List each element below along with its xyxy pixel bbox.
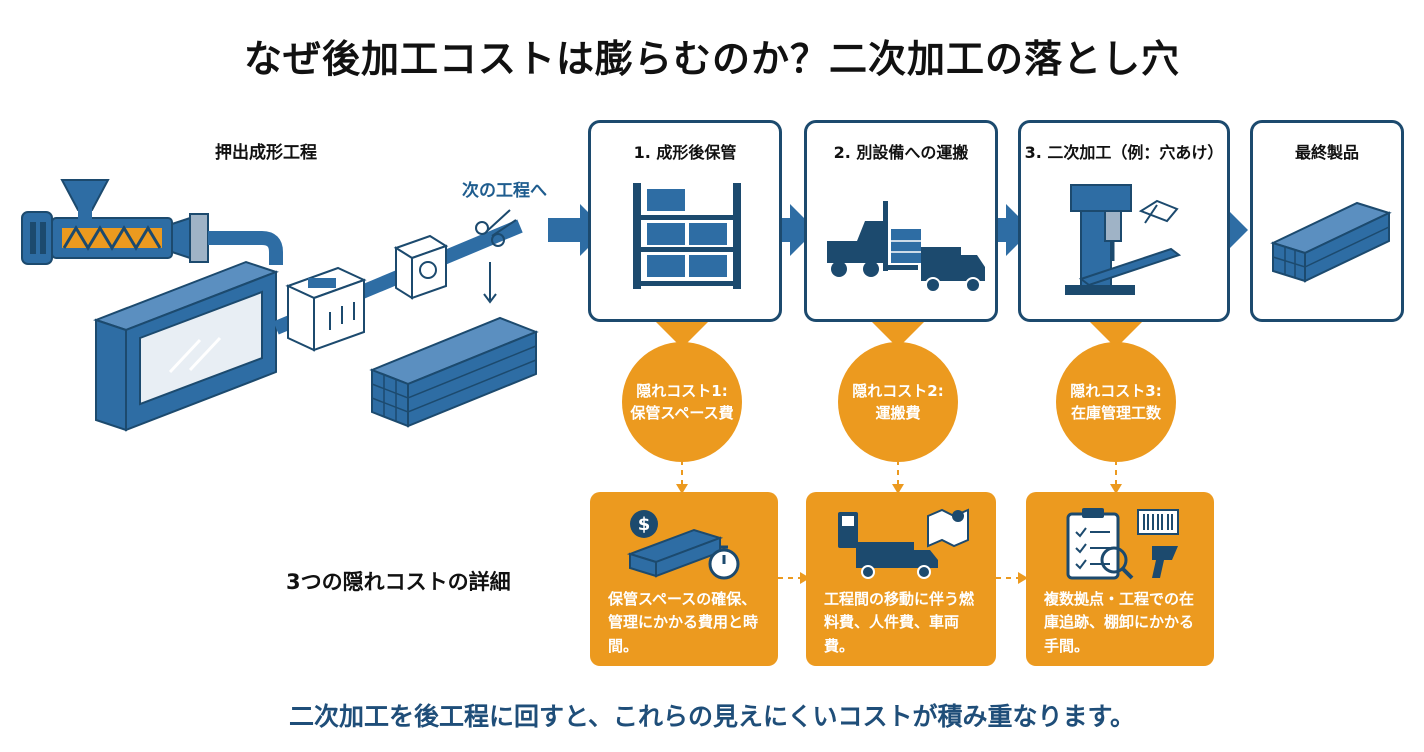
hidden-cost-transport: 隠れコスト2: 運搬費 [838, 342, 958, 462]
stage-storage: 1. 成形後保管 [588, 120, 782, 322]
stage-title: 最終製品 [1294, 143, 1359, 162]
hidden-cost-title: 隠れコスト1: [636, 381, 728, 400]
extruder-icon [21, 179, 283, 265]
summary-text: 二次加工を後工程に回すと、これらの見えにくいコストが積み重なります。 [288, 702, 1135, 731]
final-bars-icon [1270, 201, 1392, 283]
detail-text: 複数拠点・工程での在庫追跡、棚卸にかかる手間。 [1044, 590, 1195, 655]
detail-transport: 工程間の移動に伴う燃料費、人件費、車両費。 [806, 492, 996, 666]
page-title: なぜ後加工コストは膨らむのか？二次加工の落とし穴 [243, 37, 1180, 81]
hidden-cost-name: 保管スペース費 [630, 404, 734, 422]
stage-secondary-processing: 3. 二次加工（例：穴あけ） [1018, 120, 1230, 322]
fuel-truck-map-icon [838, 508, 969, 579]
detail-text: 保管スペースの確保、管理にかかる費用と時間。 [608, 590, 759, 655]
detail-inventory: 複数拠点・工程での在庫追跡、棚卸にかかる手間。 [1026, 492, 1214, 666]
hidden-cost-name: 運搬費 [875, 404, 921, 422]
money-timer-icon: $ [626, 510, 740, 580]
stage-transport: 2. 別設備への運搬 [804, 120, 998, 322]
stacked-bars-icon [369, 316, 539, 428]
detail-storage: $ 保管スペースの確保、管理にかかる費用と時間。 [590, 492, 778, 666]
cost-arrows [656, 310, 1142, 348]
extrusion-label: 押出成形工程 [215, 143, 317, 163]
hidden-cost-title: 隠れコスト2: [852, 381, 944, 400]
scissors-icon [475, 209, 517, 247]
cooling-tank-icon [285, 266, 367, 352]
puller-icon [393, 234, 449, 300]
detail-text: 工程間の移動に伴う燃料費、人件費、車両費。 [824, 590, 975, 655]
details-label: 3つの隠れコストの詳細 [286, 570, 511, 594]
stage-title: 2. 別設備への運搬 [833, 143, 969, 162]
warehouse-shelf-icon [633, 183, 741, 289]
clipboard-scanner-icon [1066, 508, 1179, 580]
hidden-cost-name: 在庫管理工数 [1070, 404, 1161, 422]
forklift-truck-icon [827, 201, 985, 293]
drill-press-icon [1065, 184, 1182, 295]
hidden-cost-title: 隠れコスト3: [1070, 381, 1162, 400]
hidden-cost-storage: 隠れコスト1: 保管スペース費 [622, 342, 742, 462]
svg-text:$: $ [638, 514, 651, 535]
stage-title: 1. 成形後保管 [633, 143, 737, 162]
stage-final-product: 最終製品 [1250, 120, 1404, 322]
next-process-label: 次の工程へ [462, 181, 547, 201]
profile-frame-icon [93, 260, 279, 432]
hidden-cost-inventory: 隠れコスト3: 在庫管理工数 [1056, 342, 1176, 462]
stage-title: 3. 二次加工（例：穴あけ） [1024, 143, 1224, 162]
